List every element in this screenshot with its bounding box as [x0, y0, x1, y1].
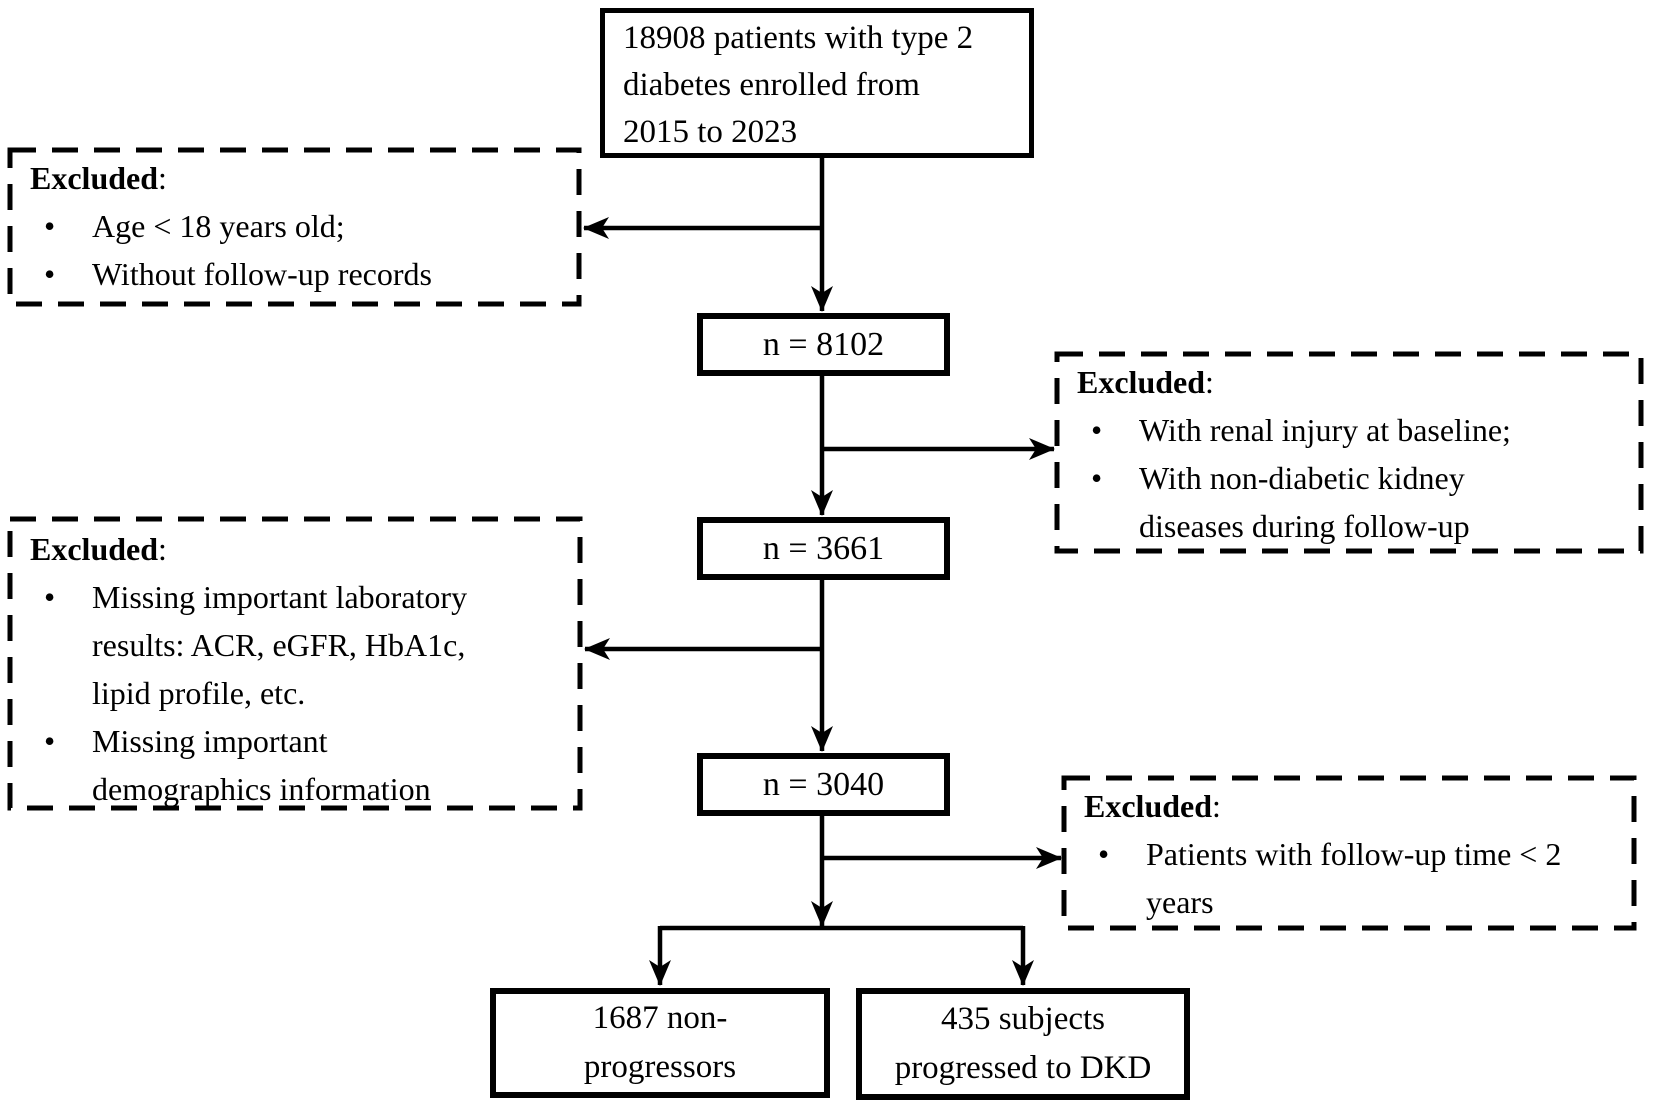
excluded-box-3-list: • Missing important laboratory results: … [30, 573, 572, 813]
excluded-title-text: Excluded [1077, 364, 1206, 400]
enrolled-line-1: 18908 patients with type 2 [623, 20, 974, 56]
excluded-item: Patients with follow-up time < 2 years [1146, 836, 1562, 920]
excluded-box-2: Excluded: • With renal injury at baselin… [1055, 352, 1643, 553]
excluded-box-3: Excluded: • Missing important laboratory… [8, 517, 582, 810]
excluded-box-1-border [7, 147, 582, 307]
excluded-item: Without follow-up records [92, 256, 432, 292]
excluded-title-colon: : [158, 160, 167, 196]
list-item: • Missing important demographics informa… [30, 717, 572, 813]
enrolled-line-3: 2015 to 2023 [623, 113, 798, 150]
excluded-item: Missing important demographics informati… [92, 723, 431, 807]
list-item: • Patients with follow-up time < 2 years [1084, 830, 1626, 926]
n8102-label: n = 8102 [762, 325, 885, 363]
n3040-label: n = 3040 [762, 765, 885, 803]
n3040-box: n = 3040 [697, 753, 950, 816]
non-progressors-line-1: 1687 non- [592, 999, 728, 1036]
list-item: • With non-diabetic kidney diseases duri… [1077, 454, 1633, 550]
excluded-item: Missing important laboratory results: AC… [92, 579, 468, 711]
excluded-box-2-list: • With renal injury at baseline; • With … [1077, 406, 1633, 550]
enrolled-line-2: diabetes enrolled from [623, 66, 920, 103]
excluded-item: Age < 18 years old; [92, 208, 345, 244]
excluded-box-3-title: Excluded: [30, 525, 572, 573]
bullet-icon: • [44, 579, 56, 615]
list-item: • Age < 18 years old; [30, 202, 571, 250]
excluded-box-2-border [1054, 351, 1644, 554]
list-item: • Missing important laboratory results: … [30, 573, 572, 717]
excluded-box-4-title: Excluded: [1084, 782, 1626, 830]
excluded-title-colon: : [1205, 364, 1214, 400]
bullet-icon: • [1098, 836, 1110, 872]
progressed-dkd-line-1: 435 subjects [940, 1000, 1106, 1037]
enrolled-box: 18908 patients with type 2 diabetes enro… [600, 8, 1034, 158]
excluded-title-text: Excluded [1084, 788, 1213, 824]
bullet-icon: • [44, 256, 56, 292]
progressed-dkd-box: 435 subjects progressed to DKD [856, 988, 1190, 1100]
bullet-icon: • [1091, 460, 1103, 496]
excluded-box-1: Excluded: • Age < 18 years old; • Withou… [8, 148, 581, 306]
list-item: • Without follow-up records [30, 250, 571, 298]
excluded-box-4: Excluded: • Patients with follow-up time… [1062, 776, 1636, 930]
excluded-title-text: Excluded [30, 531, 159, 567]
excluded-box-3-border [7, 516, 583, 811]
excluded-title-colon: : [1212, 788, 1221, 824]
n8102-box: n = 8102 [697, 313, 950, 376]
non-progressors-box: 1687 non- progressors [490, 988, 830, 1098]
bullet-icon: • [1091, 412, 1103, 448]
excluded-title-colon: : [158, 531, 167, 567]
list-item: • With renal injury at baseline; [1077, 406, 1633, 454]
non-progressors-line-2: progressors [583, 1049, 737, 1085]
bullet-icon: • [44, 208, 56, 244]
progressed-dkd-line-2: progressed to DKD [894, 1050, 1152, 1086]
excluded-item: With non-diabetic kidney diseases during… [1139, 460, 1470, 544]
excluded-box-4-border [1061, 775, 1637, 931]
n3661-label: n = 3661 [762, 529, 885, 567]
excluded-item: With renal injury at baseline; [1139, 412, 1511, 448]
excluded-box-2-title: Excluded: [1077, 358, 1633, 406]
excluded-title-text: Excluded [30, 160, 159, 196]
excluded-box-4-list: • Patients with follow-up time < 2 years [1084, 830, 1626, 926]
excluded-box-1-list: • Age < 18 years old; • Without follow-u… [30, 202, 571, 298]
n3661-box: n = 3661 [697, 517, 950, 580]
bullet-icon: • [44, 723, 56, 759]
excluded-box-1-title: Excluded: [30, 154, 571, 202]
